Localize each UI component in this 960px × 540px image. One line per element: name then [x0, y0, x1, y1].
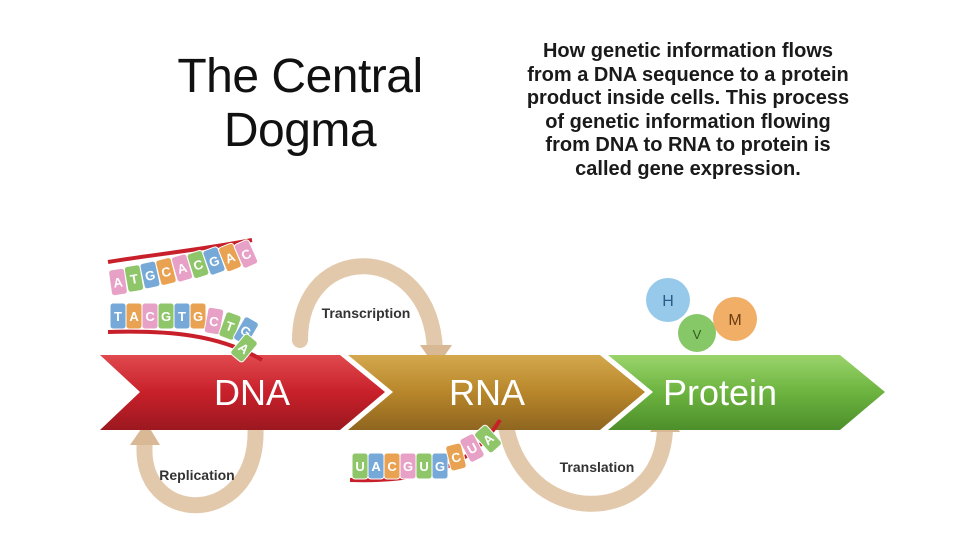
slide-title-line1: The Central: [177, 50, 423, 103]
base-letter: C: [160, 263, 173, 280]
base-letter: G: [144, 267, 157, 284]
description-line: product inside cells. This process: [526, 87, 850, 109]
dna-bottom-base: C: [203, 306, 225, 336]
amino-acid-chain: H V M: [646, 278, 757, 352]
dna-top-base: C: [155, 257, 177, 286]
dna-top-base: A: [170, 253, 194, 283]
base-letter: T: [114, 309, 122, 324]
base-letter: G: [193, 309, 203, 324]
dna-arrow: [100, 355, 385, 430]
amino-acid-label: V: [693, 327, 702, 342]
mrna-base: C: [383, 452, 401, 480]
translation-label: Translation: [560, 459, 635, 475]
protein-label: Protein: [663, 372, 777, 413]
dna-bottom-base: G: [189, 302, 207, 330]
description-line: called gene expression.: [575, 157, 801, 180]
base-letter: G: [403, 459, 413, 474]
description-line: from a DNA sequence to a protein: [527, 63, 849, 86]
base-letter: C: [145, 309, 155, 324]
base-letter: A: [371, 459, 381, 474]
amino-acid-label: M: [728, 312, 741, 329]
dna-bottom-base: C: [141, 302, 159, 330]
transcription-loop-arrow: [292, 258, 443, 358]
protein-arrow: [608, 355, 885, 430]
description-line: How genetic information flows: [542, 40, 833, 62]
base-letter: G: [435, 459, 445, 474]
dna-tail-base: A: [230, 333, 258, 363]
mrna-base: U: [415, 452, 433, 480]
description-line: of genetic information flowing: [545, 110, 831, 133]
base-letter: T: [178, 309, 186, 324]
replication-loop-arrow: [136, 412, 264, 514]
dna-bottom-base: T: [109, 302, 127, 330]
replication-arrowhead: [130, 422, 160, 445]
description-line: from DNA to RNA to protein is: [545, 134, 831, 156]
mrna-base: G: [431, 452, 449, 480]
dna-top-base: C: [186, 249, 210, 280]
amino-acid-m: [713, 297, 757, 341]
base-letter: U: [419, 459, 428, 474]
amino-acid-label: H: [662, 293, 674, 310]
rna-arrow: [348, 355, 645, 430]
dna-bottom-base: A: [125, 302, 143, 330]
mrna-base: C: [445, 442, 467, 472]
mrna-base: U: [459, 433, 485, 463]
base-letter: G: [161, 309, 171, 324]
slide-description: How genetic information flows from a DNA…: [478, 40, 898, 181]
base-letter: C: [387, 459, 397, 474]
base-letter: C: [450, 449, 463, 466]
amino-acid-v: [678, 314, 716, 352]
mrna-base: G: [399, 452, 417, 480]
dna-top-base: G: [139, 260, 161, 290]
dna-label: DNA: [214, 372, 290, 413]
amino-acid-h: [646, 278, 690, 322]
dna-top-base: C: [233, 239, 259, 269]
base-letter: A: [112, 274, 124, 290]
base-letter: T: [129, 271, 139, 287]
dna-backbone-top: [107, 238, 253, 264]
base-letter: G: [207, 253, 222, 271]
slide-title-line2: Dogma: [223, 104, 377, 157]
dna-bottom-base: G: [157, 302, 175, 330]
mrna-base: A: [474, 424, 502, 454]
translation-loop-arrow: [497, 412, 673, 512]
mrna-base: A: [367, 452, 385, 480]
dna-bottom-base: T: [173, 302, 191, 330]
replication-label: Replication: [159, 467, 234, 483]
transcription-label: Transcription: [322, 305, 411, 321]
base-letter: U: [355, 459, 364, 474]
rna-label: RNA: [449, 372, 525, 413]
base-letter: A: [129, 309, 139, 324]
base-letter: C: [208, 313, 220, 330]
mrna-base: U: [351, 452, 369, 480]
slide-title: The Central Dogma: [150, 50, 450, 158]
